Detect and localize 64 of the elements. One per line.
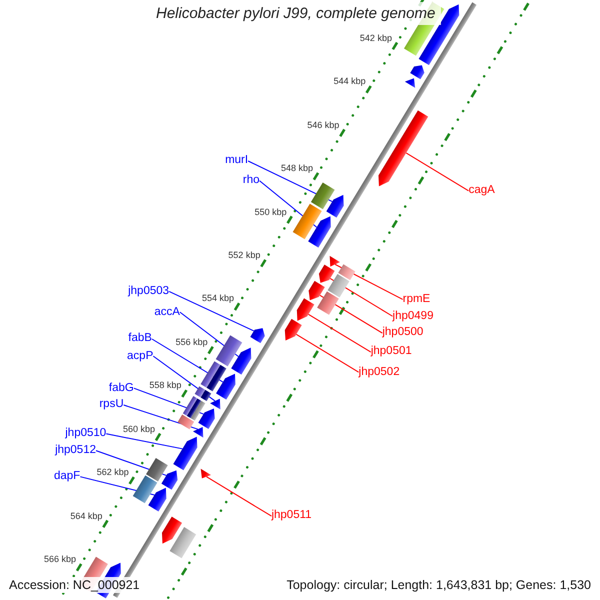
gene-block [200,468,211,478]
gene-label: jhp0502 [358,366,400,379]
tick-label: 566 kbp [44,554,76,564]
gene-block [231,348,252,375]
tick-label: 564 kbp [70,510,102,522]
gene-block [326,194,344,218]
leader-line [106,433,183,450]
gene-label: cagA [468,184,495,198]
gene-label: rho [242,174,260,188]
gene-block [318,264,335,283]
tick-label: 542 kbp [360,32,392,44]
gene-block [404,78,416,88]
gene-label: jhp0499 [392,310,434,323]
gene-block [173,436,198,470]
gene-block [308,280,325,300]
gene-label: fabB [128,332,152,346]
gene-label: jhp0512 [55,444,96,458]
gene-block [161,470,178,490]
gene-label: rpsU [99,398,124,412]
tick-label: 556 kbp [176,336,208,348]
tick-label: 544 kbp [334,76,366,87]
tick-label: 554 kbp [202,293,234,304]
leader-line [123,404,198,430]
leader-line [406,152,470,192]
gene-label: jhp0510 [65,427,106,440]
gene-block [410,65,424,80]
gene-block [148,488,166,512]
leader-line [206,476,272,517]
gene-block [296,298,314,321]
leader-line [296,334,360,373]
gene-block [250,328,265,344]
leader-line [330,278,394,317]
gene-label: jhp0501 [370,345,412,359]
leader-line [319,294,383,334]
gene-block [216,374,236,400]
gene-label: dapF [54,470,80,484]
leader-line [308,314,372,353]
gene-label: jhp0503 [128,284,170,298]
gene-label: murI [225,154,248,168]
tick-label: 550 kbp [254,206,287,217]
tick-label: 562 kbp [96,467,129,478]
tick-label: 548 kbp [280,163,313,174]
leader-line [168,290,254,332]
gene-label: accA [154,306,180,319]
gene-block [198,408,215,429]
gene-block [284,318,302,340]
tick-label: 558 kbp [149,380,182,391]
gene-label: fabG [108,382,134,395]
gene-label: rpmE [402,292,430,306]
gene-block [308,216,331,248]
gene-block [162,516,182,544]
gene-block [378,110,428,186]
leader-line [133,388,204,415]
tick-label: 546 kbp [307,120,340,130]
gene-label: jhp0500 [382,326,424,340]
gene-label: jhp0511 [271,509,312,523]
gene-label: acpP [127,350,154,363]
tick-label: 560 kbp [123,424,156,434]
leader-line [152,356,216,402]
leader-line [334,264,404,300]
gene-block [192,426,204,438]
tick-label: 552 kbp [228,250,260,260]
gene-block [210,398,220,410]
gene-block [330,256,340,267]
